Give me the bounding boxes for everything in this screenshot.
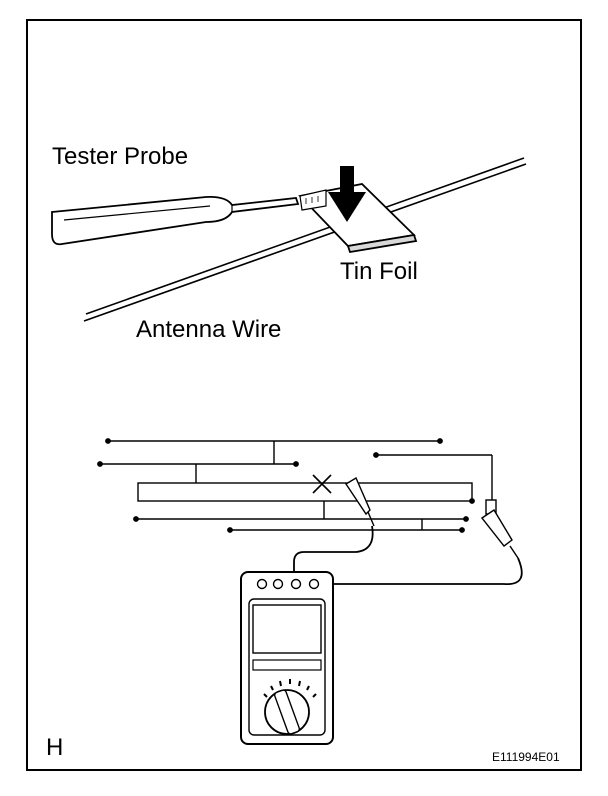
figure-letter: H [46, 734, 64, 761]
figure-border [26, 19, 582, 771]
multimeter-icon [240, 571, 334, 745]
tester-probe-icon [293, 476, 375, 578]
down-arrow-icon [328, 166, 366, 222]
figure-code: E111994E01 [492, 750, 560, 764]
tester-probe-icon [318, 499, 523, 585]
tester-probe-label: Tester Probe [52, 143, 189, 170]
tin-foil-label: Tin Foil [340, 258, 418, 285]
break-mark-icon [312, 474, 332, 494]
defogger-grid-icon [97, 438, 493, 533]
antenna-wire-icon [83, 157, 527, 322]
tester-probe-icon [51, 196, 300, 246]
antenna-wire-label: Antenna Wire [136, 316, 282, 343]
